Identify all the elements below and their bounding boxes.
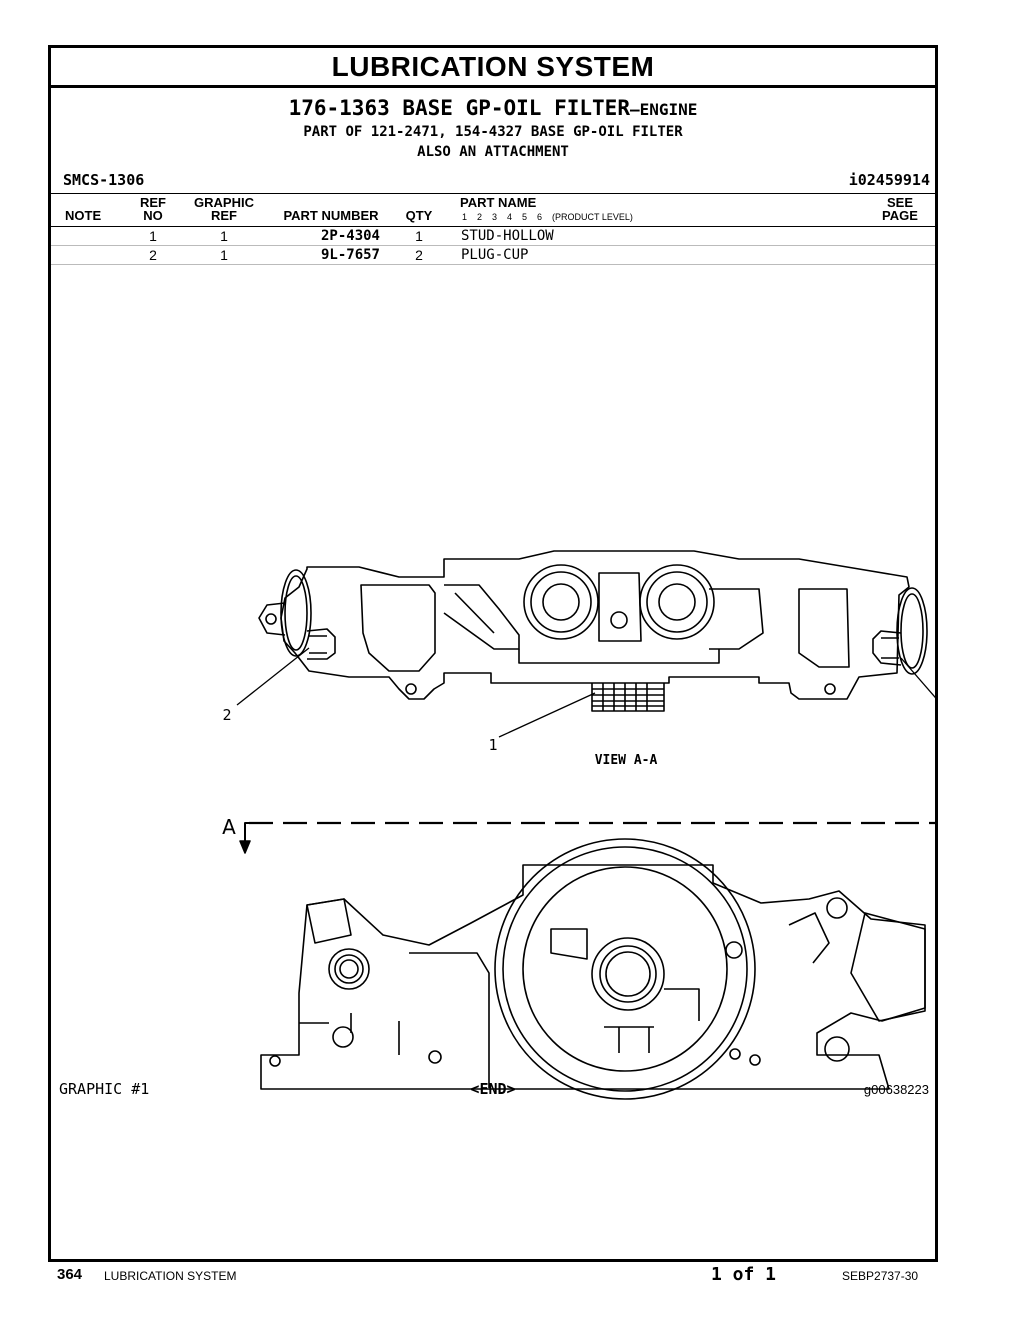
smcs-code: SMCS-1306 [63,171,145,189]
page-frame: LUBRICATION SYSTEM 176-1363 BASE GP-OIL … [48,45,938,1262]
row-ref-no: 1 [149,228,157,244]
header-part-number: PART NUMBER [283,208,379,223]
table-row: 2 1 9L-7657 2 PLUG-CUP [51,246,935,265]
group-title: 176-1363 BASE GP-OIL FILTER—ENGINE [51,96,935,120]
callout-2-left: 2 [222,706,231,724]
footer-section: LUBRICATION SYSTEM [104,1269,237,1283]
header-see-top: SEE [886,195,913,210]
row-ref-no: 2 [149,247,157,263]
end-marker: <END> [470,1080,516,1098]
row-qty: 2 [415,247,423,263]
header-qty: QTY [405,208,433,223]
page-count: 1 of 1 [711,1264,777,1285]
document-code: SEBP2737-30 [842,1269,919,1283]
row-part-number: 9L-7657 [320,247,380,263]
group-title-main: 176-1363 BASE GP-OIL FILTER [288,96,630,120]
parts-drawing: 2 1 2 VIEW A-A A A [222,550,935,1100]
view-label: VIEW A-A [595,753,658,768]
header-graphic-bottom: REF [211,208,237,223]
graphic-id: g00638223 [863,1082,929,1097]
header-ref-top: REF [140,195,166,210]
part-of-line: PART OF 121-2471, 154-4327 BASE GP-OIL F… [303,124,683,140]
front-view-outline [260,838,926,1100]
page-footer: 364 LUBRICATION SYSTEM 1 of 1 SEBP2737-3… [0,1262,1020,1292]
header-ref-bottom: NO [143,208,163,223]
group-title-suffix: —ENGINE [629,100,698,119]
graphic-label: GRAPHIC #1 [59,1080,150,1098]
row-graphic-ref: 1 [220,228,228,244]
leader-lines [236,647,935,738]
header-graphic-top: GRAPHIC [194,195,254,210]
row-graphic-ref: 1 [220,247,228,263]
row-part-name: PLUG-CUP [461,247,529,263]
section-title: LUBRICATION SYSTEM [331,51,655,82]
row-qty: 1 [415,228,423,244]
row-part-number: 2P-4304 [320,228,380,244]
table-header: NOTE REF NO GRAPHIC REF PART NUMBER QTY … [51,193,935,227]
table-row: 1 1 2P-4304 1 STUD-HOLLOW [51,227,935,246]
page-number: 364 [57,1266,83,1283]
section-line [239,821,935,854]
section-header: LUBRICATION SYSTEM [51,48,935,88]
header-part-name: PART NAME [460,195,537,210]
callout-1: 1 [488,736,497,754]
header-note: NOTE [65,208,102,223]
view-aa-outline [258,550,928,712]
attachment-line: ALSO AN ATTACHMENT [417,144,569,160]
header-see-bottom: PAGE [882,208,918,223]
header-product-levels: 1 2 3 4 5 6 (PRODUCT LEVEL) [462,212,633,222]
document-id: i02459914 [848,171,930,189]
row-part-name: STUD-HOLLOW [461,228,554,244]
section-marker-left: A [222,815,236,839]
